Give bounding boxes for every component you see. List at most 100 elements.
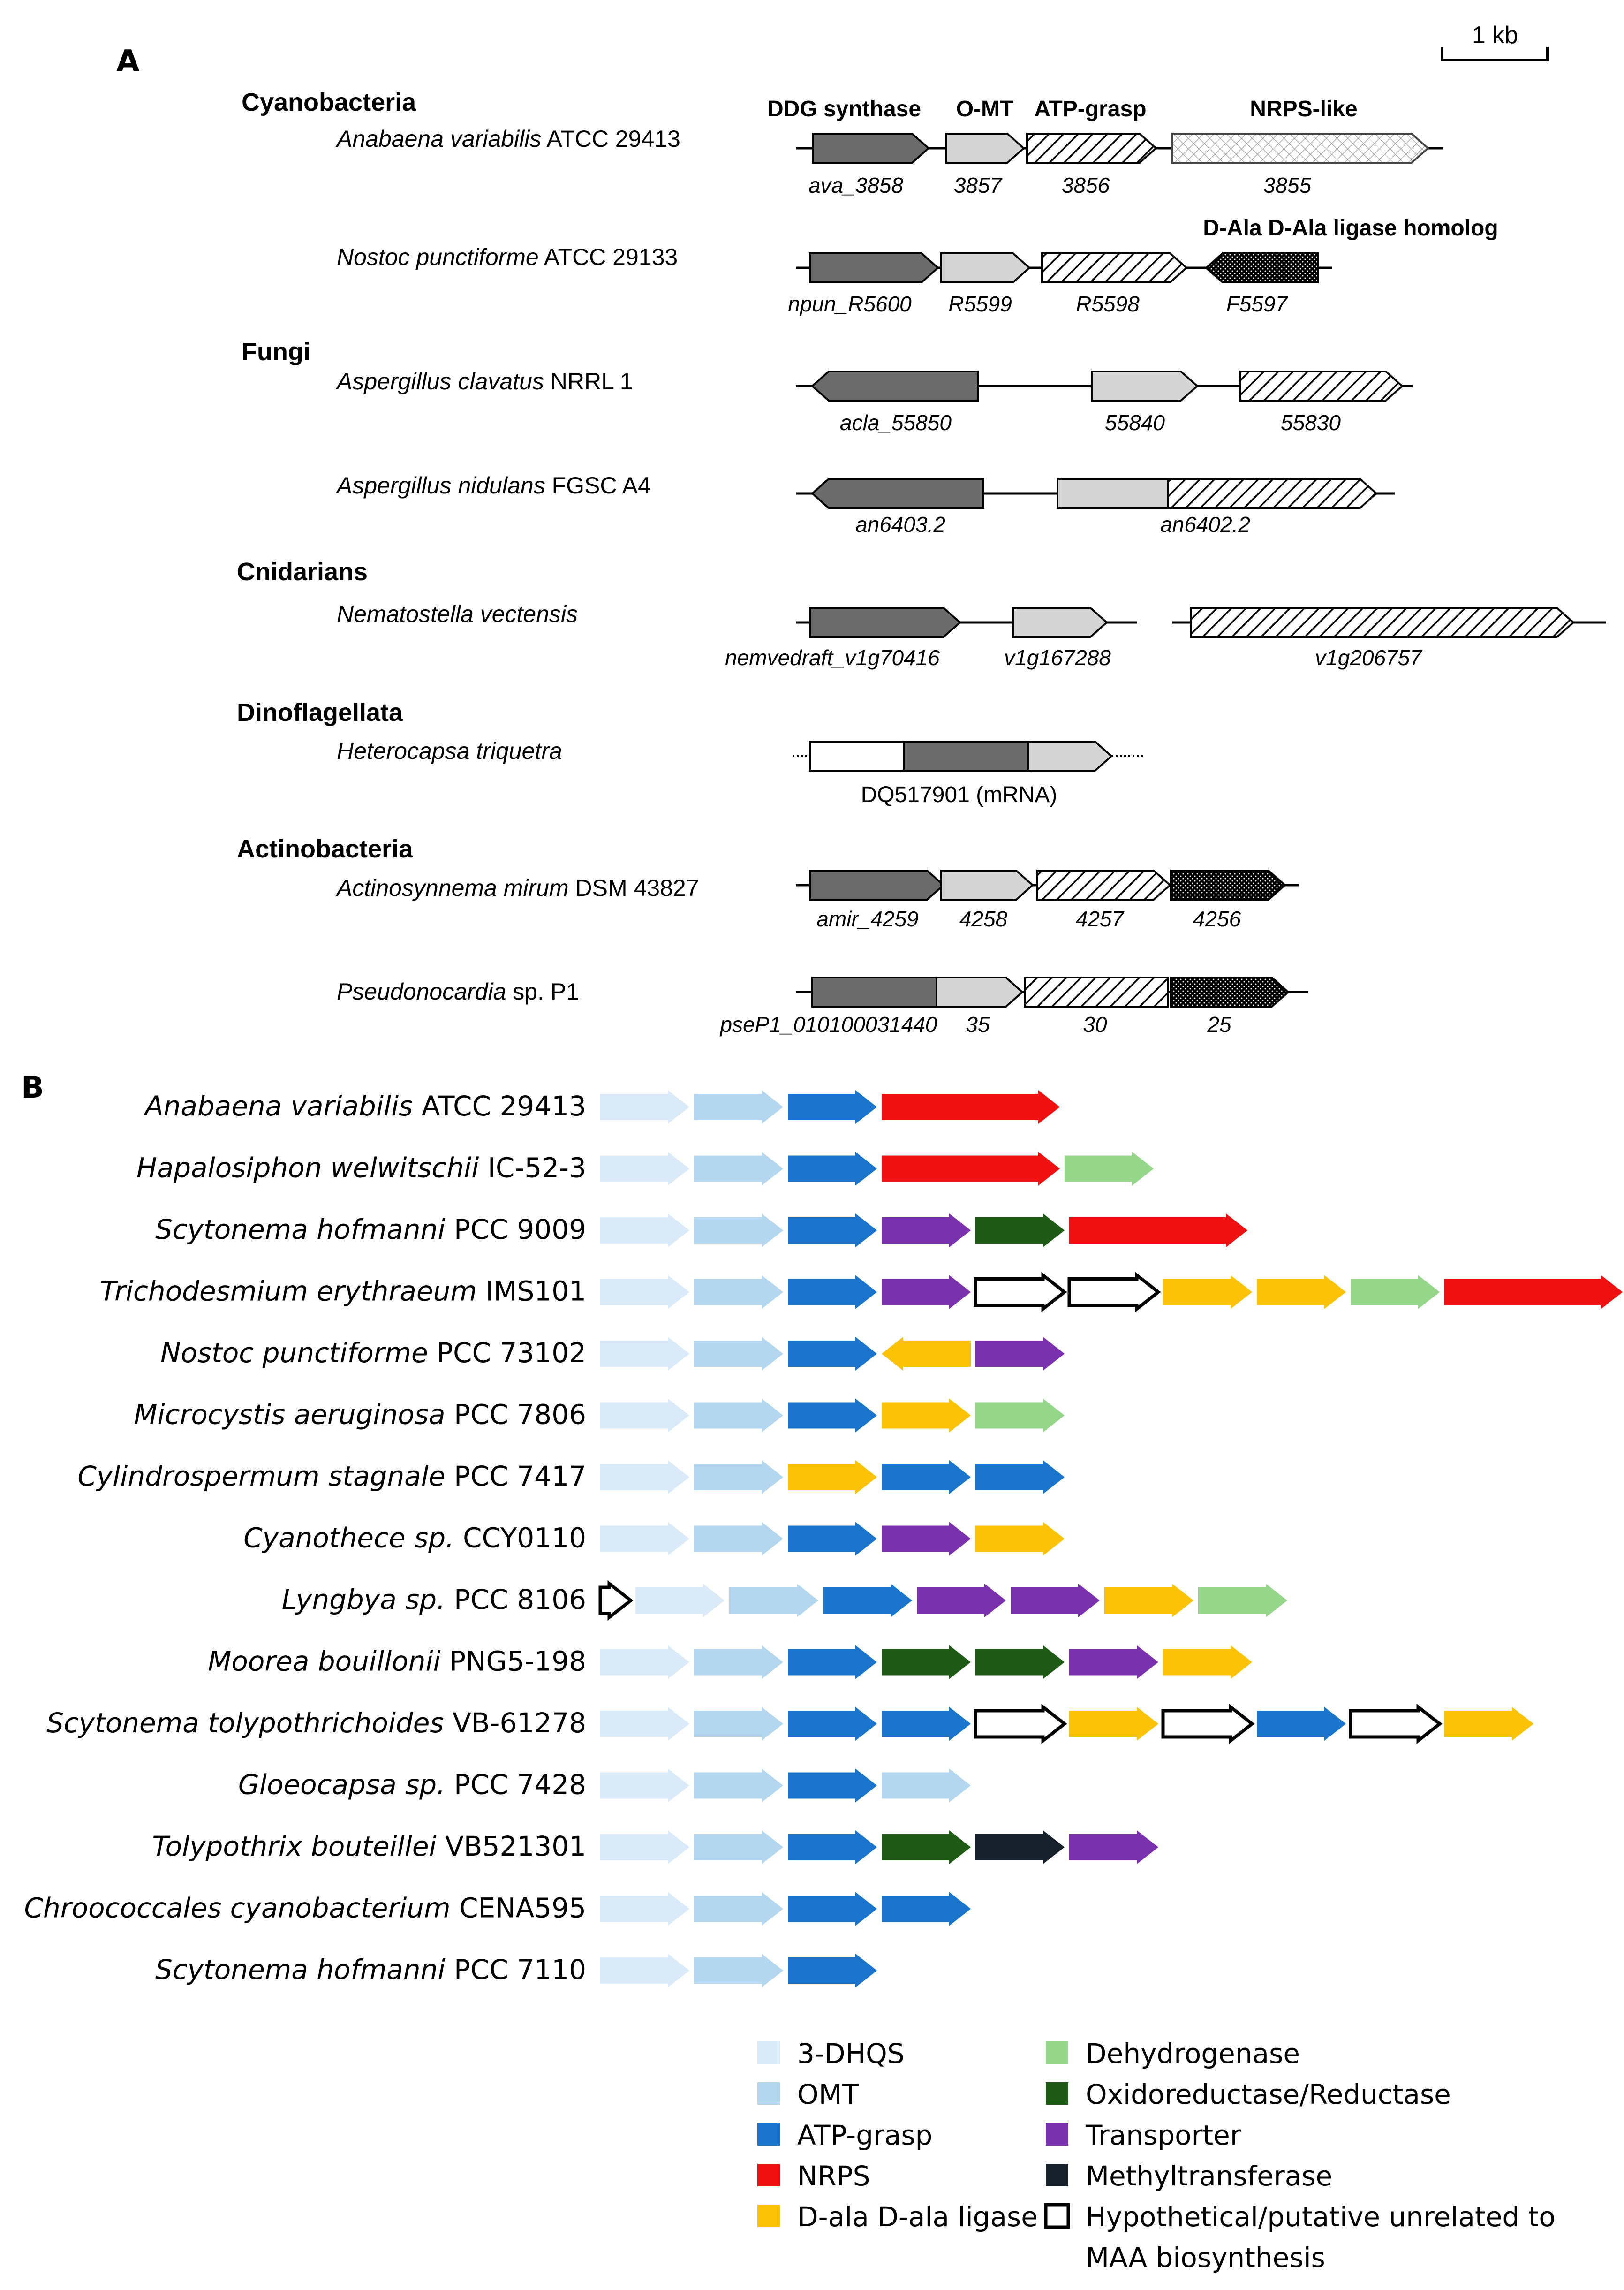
organism-strain: PNG5-198: [441, 1645, 586, 1677]
organism-italic: Moorea bouillonii: [208, 1645, 440, 1677]
gene-arrow-methyltransferase: [975, 1830, 1065, 1864]
group-header-cnidarians: Cnidarians: [237, 558, 368, 586]
gene-arrow-atp: [788, 1954, 877, 1987]
organism-strain: PCC 7417: [446, 1460, 586, 1492]
gene-arrow-dhqs: [600, 1152, 689, 1186]
organism-label: Nostoc punctiforme ATCC 29133: [337, 244, 678, 270]
cluster-organism-label: Scytonema hofmanni PCC 7110: [155, 1954, 586, 1986]
organism-strain: ATCC 29413: [413, 1090, 586, 1122]
gene-arrow-atp: [1257, 1707, 1346, 1741]
group-header-cyanobacteria: Cyanobacteria: [242, 88, 416, 116]
organism-italic: Microcystis aeruginosa: [134, 1399, 445, 1431]
gene-arrow-transporter: [882, 1275, 971, 1309]
gene-arrow-hypothetical: [974, 1703, 1067, 1744]
gene-arrow: [1026, 133, 1158, 164]
gene-arrow-nrps: [882, 1152, 1060, 1186]
gene-arrow-omt: [694, 1645, 783, 1679]
group-header-dinoflagellata: Dinoflagellata: [237, 698, 403, 727]
organism-italic: Scytonema tolypothrichoides: [46, 1707, 444, 1739]
gene-arrow-dehydrogenase: [1351, 1275, 1440, 1309]
panel-b: B Anabaena variabilis ATCC 29413Hapalosi…: [21, 1070, 1623, 2274]
panel-a-label: A: [116, 44, 140, 79]
gene-arrow-oxidoreductase: [882, 1645, 971, 1679]
cluster-organism-label: Chroococcales cyanobacterium CENA595: [24, 1892, 586, 1924]
gene-id-label: 3857: [954, 173, 1003, 197]
gene-arrow-transporter: [917, 1584, 1006, 1617]
organism-italic: Scytonema hofmanni: [155, 1954, 446, 1986]
gene-arrow-omt: [694, 1522, 783, 1556]
cluster-organism-label: Scytonema hofmanni PCC 9009: [155, 1213, 586, 1245]
cluster-rows: Anabaena variabilis ATCC 29413Hapalosiph…: [24, 1090, 1623, 1987]
gene-arrow-dhqs: [600, 1707, 689, 1741]
legend-label-nrps: NRPS: [797, 2160, 870, 2192]
gene-arrow-oxidoreductase: [975, 1213, 1065, 1247]
legend-label-transporter: Transporter: [1085, 2119, 1241, 2151]
legend-swatch-omt: [757, 2082, 780, 2105]
panel-a: A 1 kb Cyanobacteria Fungi Cnidarians Di…: [116, 22, 1606, 1037]
gene-arrow-ligase: [882, 1398, 971, 1433]
gene-arrow-dehydrogenase: [975, 1398, 1065, 1433]
gene-arrow-dhqs: [600, 1398, 689, 1433]
legend-label-oxidoreductase: Oxidoreductase/Reductase: [1086, 2078, 1451, 2110]
legend-label-ligase: D-ala D-ala ligase: [797, 2201, 1038, 2233]
gene-arrow-ligase-rev: [882, 1337, 971, 1371]
gene-arrow-omt: [694, 1337, 783, 1371]
header-atp-grasp: ATP-grasp: [1034, 97, 1146, 121]
cluster-organism-label: Trichodesmium erythraeum IMS101: [100, 1275, 586, 1307]
legend-swatch-transporter: [1046, 2123, 1068, 2146]
gene-id-label: pseP1_010100031440: [719, 1012, 937, 1037]
gene-id-label: npun_R5600: [788, 292, 912, 316]
gene-arrow-omt: [694, 1768, 783, 1803]
gene-arrow-ligase: [1444, 1707, 1533, 1741]
organism-italic: Lyngbya sp.: [282, 1584, 446, 1615]
legend-swatch-hypothetical: [1044, 2203, 1070, 2229]
gene-id-label: 4256: [1193, 907, 1241, 931]
gene-arrow-ligase: [1163, 1275, 1252, 1309]
mrna-segment: [809, 741, 905, 772]
cluster-organism-label: Lyngbya sp. PCC 8106: [282, 1584, 586, 1615]
legend-swatch-ligase: [757, 2205, 780, 2227]
gene-arrow-ligase: [1069, 1707, 1158, 1741]
header-ligase-homolog: D-Ala D-Ala ligase homolog: [1203, 216, 1498, 241]
gene-id-label: ava_3858: [808, 173, 903, 197]
organism-label: Aspergillus clavatus NRRL 1: [335, 368, 633, 394]
group-header-actinobacteria: Actinobacteria: [237, 835, 413, 863]
gene-arrow-nrps: [1444, 1275, 1623, 1309]
gene-id-label: 25: [1207, 1012, 1231, 1037]
gene-arrow-dhqs: [600, 1460, 689, 1494]
scale-bar-label: 1 kb: [1472, 22, 1518, 49]
gene-arrow-ligase: [788, 1460, 877, 1494]
cluster-organism-label: Hapalosiphon welwitschii IC-52-3: [136, 1152, 586, 1184]
gene-id-label: 3856: [1062, 173, 1110, 197]
gene-arrow-nrps: [1069, 1213, 1247, 1247]
gene-arrow: [1170, 977, 1290, 1008]
legend-swatch-methyltransferase: [1046, 2164, 1068, 2186]
legend-label-dehydrogenase: Dehydrogenase: [1086, 2038, 1300, 2070]
mrna-segment: [903, 741, 1029, 772]
gene-id-label: R5598: [1076, 292, 1140, 316]
gene-arrow-hypothetical: [1161, 1703, 1255, 1744]
organism-label: Anabaena variabilis ATCC 29413: [335, 126, 680, 152]
gene-id-label: R5599: [948, 292, 1012, 316]
gene-arrow: [940, 870, 1035, 901]
gene-arrow-transporter: [1069, 1830, 1158, 1864]
organism-strain: IMS101: [477, 1275, 586, 1307]
organism-strain: VB-61278: [444, 1707, 586, 1739]
legend-swatch-nrps: [757, 2164, 780, 2186]
gene-arrow-hypothetical: [1349, 1703, 1443, 1744]
organism-italic: Chroococcales cyanobacterium: [24, 1892, 451, 1924]
gene-arrow: [811, 977, 937, 1008]
mrna-segment: [1027, 741, 1113, 772]
cluster-organism-label: Tolypothrix bouteillei VB521301: [152, 1830, 586, 1862]
gene-arrow-omt: [694, 1830, 783, 1864]
legend-swatch-atp: [757, 2123, 780, 2146]
gene-arrow: [1170, 870, 1287, 901]
gene-arrow-hypothetical: [1067, 1272, 1161, 1312]
gene-arrow-omt: [694, 1707, 783, 1741]
gene-arrow: [1012, 607, 1109, 638]
gene-arrow-transporter: [882, 1522, 971, 1556]
cluster-organism-label: Scytonema tolypothrichoides VB-61278: [46, 1707, 586, 1739]
gene-arrow: [1036, 870, 1172, 901]
